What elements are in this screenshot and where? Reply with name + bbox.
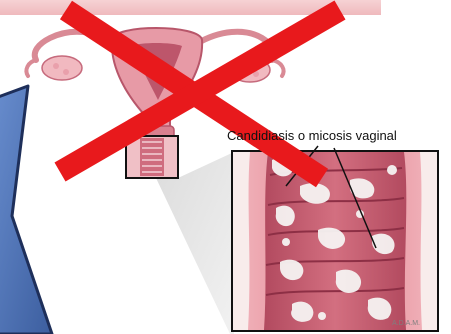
zoom-cone bbox=[156, 152, 234, 334]
caption-label: Candidiasis o micosis vaginal bbox=[227, 128, 451, 146]
blue-arrow-shape bbox=[0, 86, 52, 334]
credit-text: A.D.A.M. bbox=[392, 320, 420, 327]
vaginal-canal-detail bbox=[233, 146, 437, 330]
vagina-small bbox=[140, 138, 164, 176]
